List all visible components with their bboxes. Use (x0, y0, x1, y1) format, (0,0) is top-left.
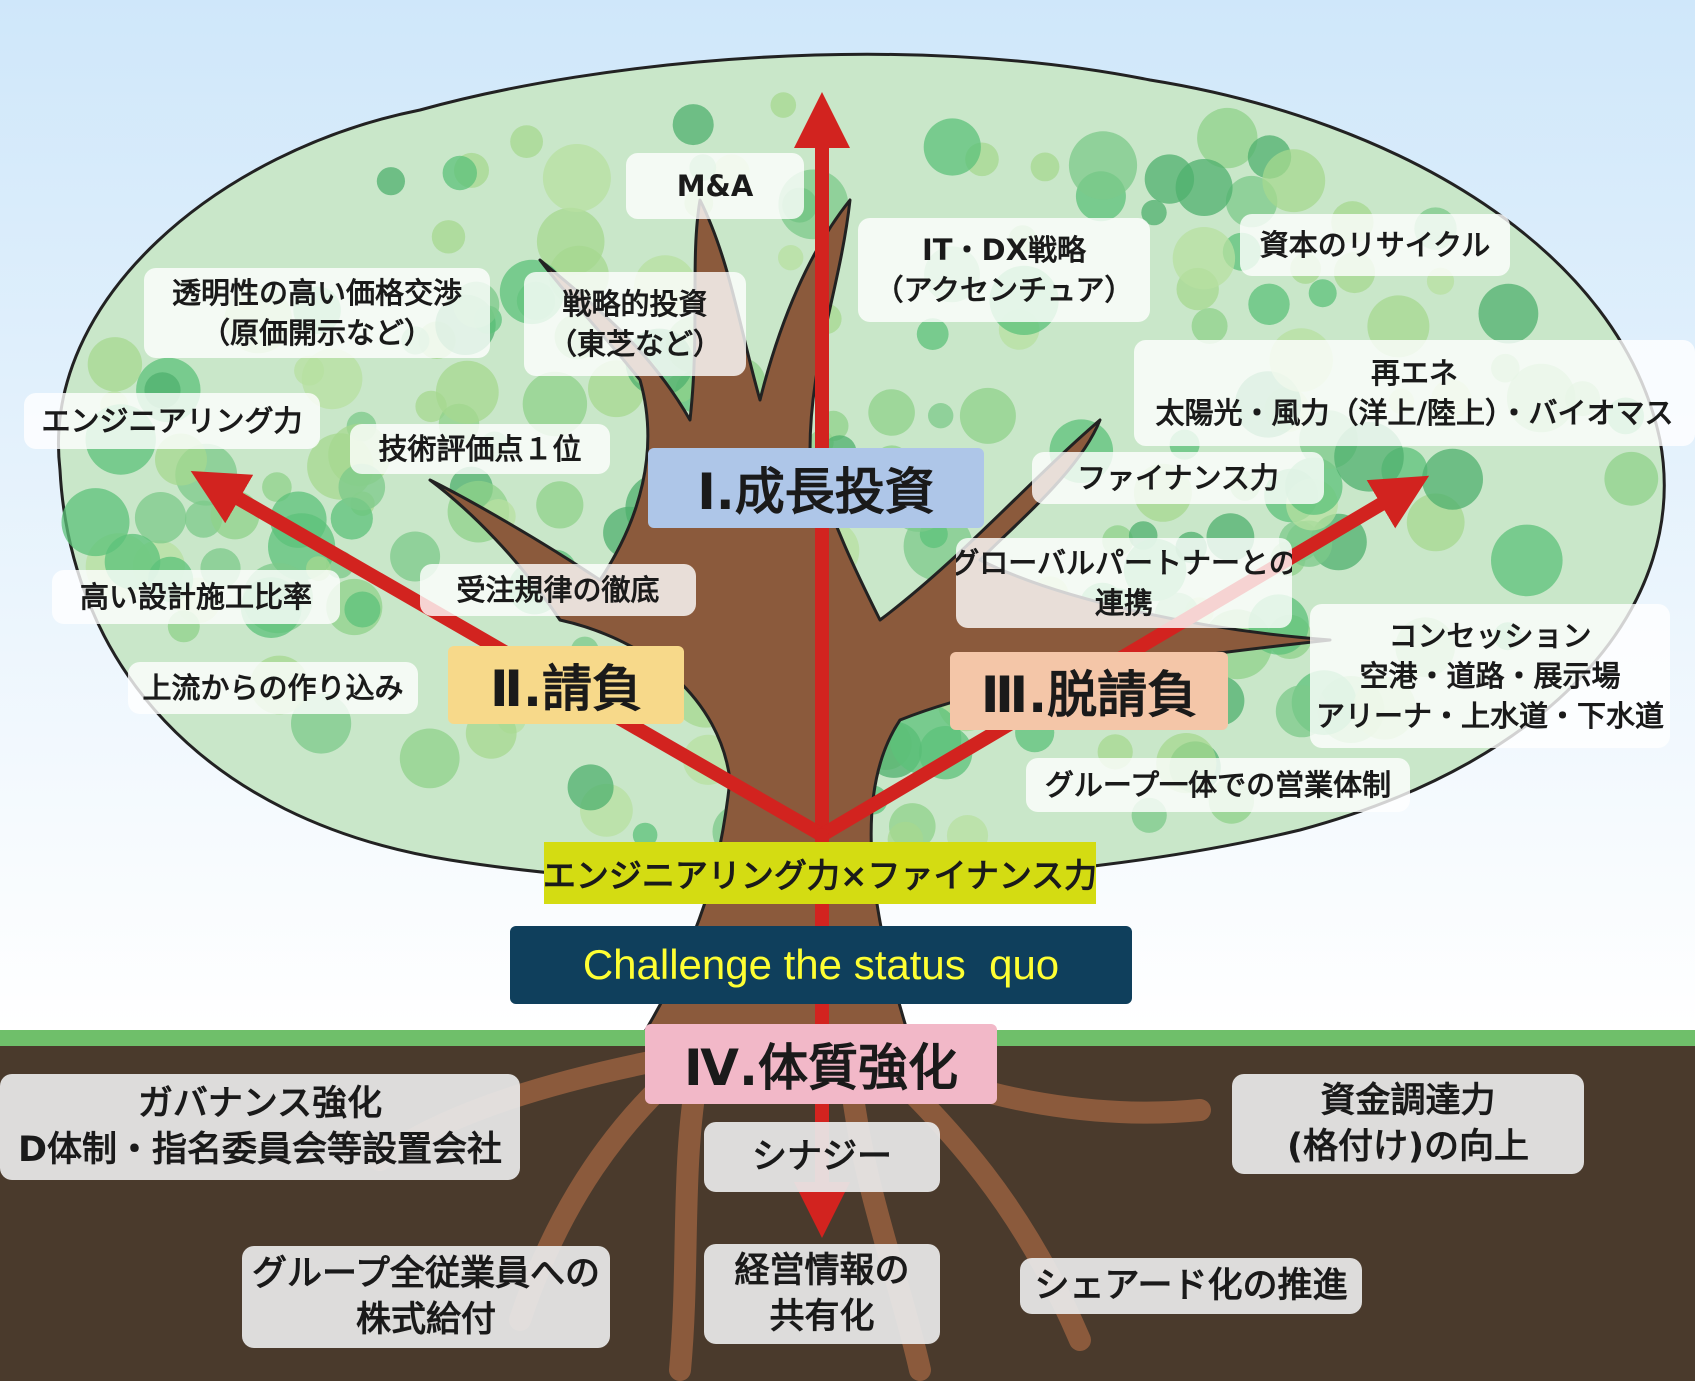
label-finance: ファイナンス力 (1032, 452, 1324, 504)
label-it-dx-line1: IT・DX戦略 (921, 233, 1086, 267)
foliage-dot (510, 125, 543, 158)
foliage-dot (1491, 524, 1563, 597)
label-order-discipline-text: 受注規律の徹底 (456, 573, 660, 607)
foliage-dot (923, 118, 981, 176)
root-label-governance-line1: ガバナンス強化 (137, 1084, 383, 1124)
label-transparency-line1: 透明性の高い価格交渉 (171, 276, 462, 310)
label-finance-text: ファイナンス力 (1077, 461, 1279, 495)
root-label-info-share-line1: 経営情報の (734, 1251, 910, 1291)
label-concession-line2: 空港・道路・展示場 (1359, 659, 1621, 693)
root-label-info-share-line2: 共有化 (769, 1297, 875, 1337)
core-strength-strip: エンジニアリング力×ファイナンス力 (543, 842, 1097, 904)
root-label-stock-grant: グループ全従業員への 株式給付 (242, 1246, 610, 1348)
foliage-dot (338, 463, 386, 511)
foliage-dot (778, 245, 804, 271)
foliage-dot (344, 591, 381, 628)
label-group-sales: グループ一体での営業体制 (1026, 758, 1410, 812)
root-label-governance: ガバナンス強化 D体制・指名委員会等設置会社 (0, 1074, 520, 1180)
label-renewable: 再エネ 太陽光・風力（洋上/陸上）・バイオマス (1134, 340, 1695, 446)
label-order-discipline: 受注規律の徹底 (420, 564, 696, 616)
label-strategic-investment-line1: 戦略的投資 (562, 287, 708, 321)
foliage-dot (916, 318, 949, 350)
root-label-funding-line2: (格付け)の向上 (1287, 1127, 1529, 1167)
label-capital-recycle: 資本のリサイクル (1240, 214, 1510, 276)
label-ma: M&A (626, 153, 804, 219)
label-it-dx-line2: （アクセンチュア） (874, 273, 1134, 307)
foliage-dot (1172, 227, 1236, 290)
label-tech-eval-text: 技術評価点１位 (378, 432, 582, 466)
label-upstream: 上流からの作り込み (128, 662, 418, 714)
foliage-dot (1197, 107, 1258, 169)
foliage-dot (87, 337, 143, 392)
foliage-dot (522, 371, 588, 437)
root-label-governance-line2: D体制・指名委員会等設置会社 (17, 1130, 503, 1170)
label-global-partner-line1: グローバルパートナーとの (956, 546, 1292, 580)
foliage-dot (567, 764, 614, 811)
root-label-funding: 資金調達力 (格付け)の向上 (1232, 1074, 1584, 1174)
label-renewable-line2: 太陽光・風力（洋上/陸上）・バイオマス (1155, 396, 1674, 430)
label-global-partner: グローバルパートナーとの 連携 (956, 538, 1292, 628)
root-label-stock-grant-line1: グループ全従業員への (252, 1254, 600, 1294)
foliage-dot (868, 389, 915, 436)
pillar-contracting: Ⅱ.請負 (448, 646, 684, 724)
label-upstream-text: 上流からの作り込み (142, 671, 404, 705)
foliage-dot (672, 104, 714, 146)
label-strategic-investment: 戦略的投資 （東芝など） (524, 272, 746, 376)
foliage-dot (1308, 279, 1337, 308)
pillar-growth-investment: Ⅰ.成長投資 (648, 448, 984, 528)
foliage-dot (1175, 159, 1233, 216)
label-tech-eval: 技術評価点１位 (350, 424, 610, 474)
label-renewable-line1: 再エネ (1370, 356, 1458, 390)
label-transparency-line2: （原価開示など） (200, 316, 433, 350)
root-label-stock-grant-line2: 株式給付 (355, 1300, 496, 1340)
label-it-dx: IT・DX戦略 （アクセンチュア） (858, 218, 1150, 322)
foliage-dot (431, 220, 466, 254)
foliage-dot (1191, 308, 1228, 344)
label-concession: コンセッション 空港・道路・展示場 アリーナ・上水道・下水道 (1310, 604, 1670, 748)
foliage-dot (928, 403, 954, 429)
foliage-dot (1030, 152, 1060, 182)
label-transparency: 透明性の高い価格交渉 （原価開示など） (144, 268, 490, 358)
root-label-synergy: シナジー (704, 1122, 940, 1192)
label-global-partner-line2: 連携 (1094, 586, 1153, 620)
foliage-dot (399, 728, 460, 789)
foliage-dot (959, 387, 1016, 444)
foliage-dot (536, 481, 584, 529)
foliage-dot (435, 360, 499, 424)
challenge-banner: Challenge the status quo (510, 926, 1132, 1004)
label-group-sales-text: グループ一体での営業体制 (1044, 768, 1392, 802)
foliage-dot (1141, 199, 1167, 226)
foliage-dot (262, 472, 292, 502)
foliage-dot (61, 488, 130, 557)
foliage-dot (442, 155, 477, 191)
foliage-dot (376, 167, 405, 196)
label-engineering-text: エンジニアリング力 (41, 404, 303, 438)
root-label-shared-service-text: シェアード化の推進 (1034, 1266, 1348, 1306)
foliage-dot (134, 492, 187, 544)
root-label-shared-service: シェアード化の推進 (1020, 1258, 1362, 1314)
foliage-dot (1068, 131, 1138, 200)
label-capital-recycle-text: 資本のリサイクル (1259, 228, 1491, 262)
label-engineering: エンジニアリング力 (24, 393, 320, 449)
label-design-build-text: 高い設計施工比率 (79, 580, 312, 614)
foliage-dot (1422, 448, 1483, 510)
pillar-beyond-contracting: Ⅲ.脱請負 (950, 652, 1228, 730)
foliage-dot (770, 92, 797, 118)
label-concession-line1: コンセッション (1388, 619, 1592, 653)
root-label-info-share: 経営情報の 共有化 (704, 1244, 940, 1344)
label-design-build: 高い設計施工比率 (52, 570, 340, 624)
root-label-synergy-text: シナジー (751, 1137, 892, 1177)
pillar-structural-strengthening: Ⅳ.体質強化 (645, 1024, 997, 1104)
foliage-dot (542, 144, 611, 212)
label-concession-line3: アリーナ・上水道・下水道 (1316, 699, 1665, 733)
label-strategic-investment-line2: （東芝など） (547, 327, 722, 361)
foliage-dot (301, 348, 363, 410)
foliage-dot (1262, 149, 1326, 213)
foliage-dot (1478, 283, 1539, 344)
foliage-dot (1248, 283, 1290, 325)
foliage-dot (1604, 451, 1659, 506)
foliage-dot (632, 822, 658, 848)
label-ma-text: M&A (676, 169, 754, 203)
root-label-funding-line1: 資金調達力 (1320, 1081, 1496, 1121)
